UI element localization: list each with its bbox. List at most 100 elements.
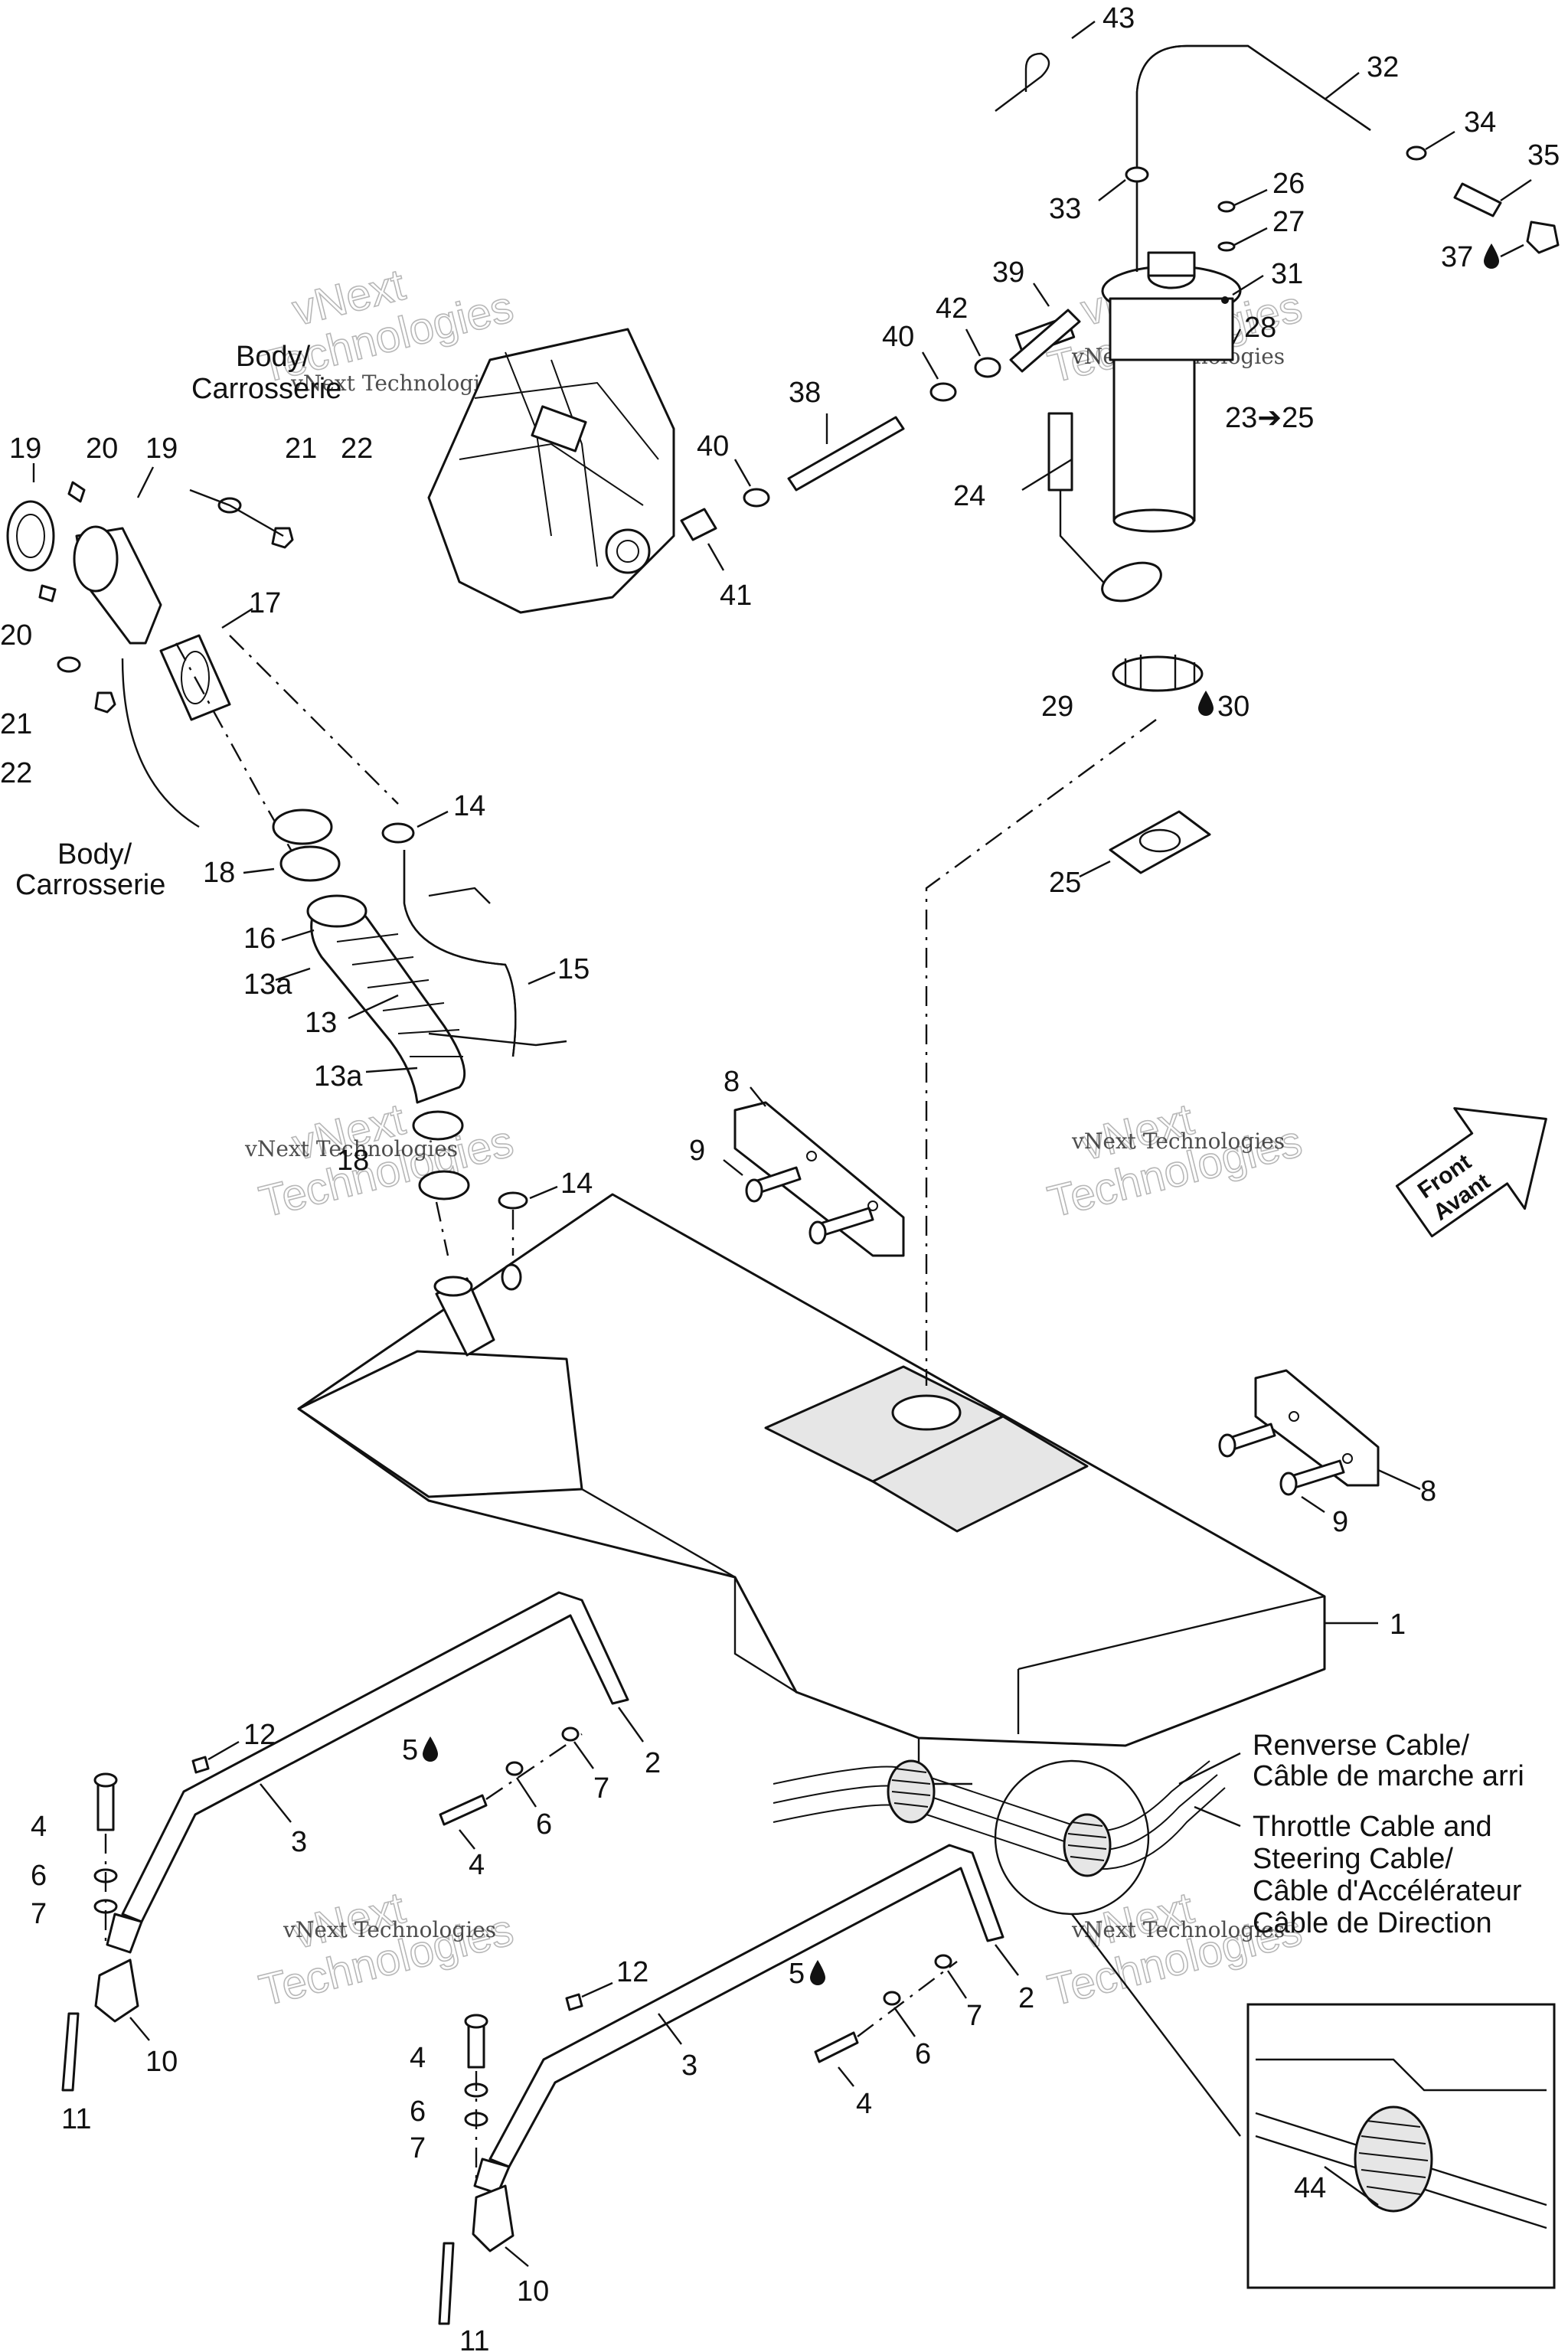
watermark-text-5: vNext Technologies [283,1917,496,1942]
leader-24 [1021,458,1073,492]
leader-26 [1233,188,1268,207]
leader-4a [459,1829,475,1850]
leader-19b [136,466,155,498]
filler-cap-19 [6,500,55,572]
leader-42 [965,328,982,357]
watermark-text-4: vNext Technologies [1071,1129,1285,1154]
lock-ring [1112,655,1204,692]
callout-6b: 6 [31,1860,47,1892]
hose-to-tank-dashline [435,1201,449,1256]
callout-2a: 2 [645,1747,661,1779]
callout-15: 15 [557,953,590,985]
body-label-top-1: Body/ [236,341,311,373]
nut-22b [94,691,116,714]
throttle-cable-label-4: Câble de Direction [1253,1907,1492,1939]
leader-body-top [189,488,284,537]
drop-icon-37 [1484,243,1499,269]
leader-2a [618,1707,644,1743]
leader-14a [416,810,449,828]
tank-filler-opening [433,1276,473,1297]
callout-40b: 40 [697,430,729,462]
body-outline-curve [121,658,200,828]
leader-2b [995,1944,1019,1976]
screws-9-lower [1218,1423,1345,1496]
callout-9b: 9 [1332,1506,1348,1538]
callout-9a: 9 [689,1135,705,1167]
callout-23: 23➔25 [1225,402,1314,434]
leader-28 [1231,328,1242,345]
leader-44 [1324,2166,1379,2206]
callout-6d: 6 [410,2096,426,2128]
filler-neck-19 [73,525,162,645]
callout-6c: 6 [915,2038,931,2070]
callout-6a: 6 [536,1808,552,1841]
strap-top [428,887,491,904]
leader-32 [1324,72,1360,100]
leader-12b [581,1981,613,1998]
callout-1: 1 [1390,1609,1406,1641]
bolt-4a [439,1794,488,1826]
leader-39 [1033,283,1050,307]
nut-26 [1217,201,1236,213]
tank-strap-3-upper [106,1591,629,1954]
throttle-cable-label-3: Câble d'Accélérateur [1253,1875,1522,1907]
engine-block [427,328,675,614]
callout-13: 13 [305,1007,337,1039]
pump-to-tank-dashline [925,719,1157,1386]
leader-10b [505,2246,529,2267]
leader-18a [243,867,275,874]
callout-4c: 4 [856,2088,872,2120]
callout-4a: 4 [469,1849,485,1881]
leader-40a [921,351,939,380]
strap-bottom [428,1032,567,1047]
callout-11a: 11 [61,2103,91,2135]
leader-throttle-cable [1194,1805,1241,1828]
callout-4b: 4 [31,1811,47,1843]
callout-37: 37 [1441,241,1473,273]
callout-8b: 8 [1420,1475,1436,1508]
callout-10a: 10 [145,2046,178,2078]
body-label-top-2: Carrosserie [191,373,341,405]
callout-7c: 7 [966,2000,982,2032]
leader-3b [658,2013,682,2045]
callout-14b: 14 [560,1168,593,1200]
hose-clamp-33 [1125,166,1149,183]
front-arrow-icon: Front Avant [1395,1107,1547,1238]
leader-14b [529,1185,558,1200]
callout-19a: 19 [9,433,41,465]
leader-4c [838,2066,854,2087]
callout-22a: 22 [341,433,373,465]
leader-10a [129,2017,150,2041]
bracket-10a [94,1958,139,2023]
bolt-4c [814,2031,859,2063]
callout-18a: 18 [203,857,235,889]
washer-27 [1217,241,1236,252]
filler-hose-13 [306,894,466,1104]
fuel-return-hose [1135,44,1371,272]
hose-fitting-35 [1453,182,1502,217]
fuel-fitting-41 [680,508,717,541]
leader-8b [1377,1468,1421,1491]
drop-icon-5a [423,1736,438,1762]
nut-12a [191,1756,210,1774]
callout-2b: 2 [1018,1982,1034,2014]
leader-25 [1079,860,1111,878]
drop-icon-30 [1198,691,1214,716]
callout-20a: 20 [86,433,118,465]
body-label-bottom-2: Carrosserie [15,869,165,901]
callout-8a: 8 [724,1066,740,1098]
callout-38: 38 [789,377,821,409]
callout-24: 24 [953,480,985,512]
callout-5b: 5 [789,1958,805,1990]
callout-30: 30 [1217,691,1250,723]
hose-clamp-40b [743,488,770,508]
callout-4d: 4 [410,2042,426,2074]
callout-33: 33 [1049,193,1081,225]
callout-14a: 14 [453,790,485,822]
callout-21b: 21 [0,708,32,740]
detail-view-44 [1246,2003,1556,2289]
reverse-cable-label-2: Câble de marche arri [1253,1760,1524,1792]
bolt-4d-head [464,2014,488,2029]
vent-clamp-14a [381,822,415,844]
watermark-text-6: vNext Technologies [1071,1917,1285,1942]
